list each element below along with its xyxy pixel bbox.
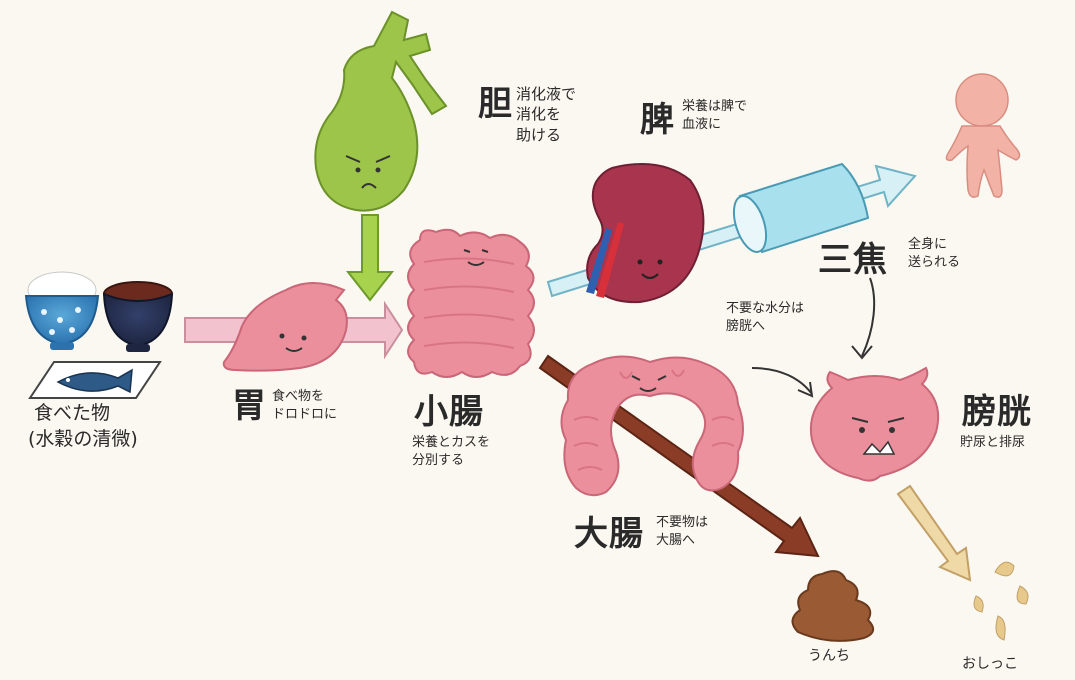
arrow-gallbladder-to-small-intestine [348,215,392,300]
water-note: 不要な水分は 膀胱へ [726,300,804,335]
large-intestine-note: 不要物は 大腸へ [656,514,708,549]
large-intestine-label: 大腸 [574,514,644,555]
small-intestine-note: 栄養とカスを 分別する [412,434,490,469]
feces-label: うんち [808,648,850,665]
arrowhead-icon [852,346,872,358]
body-figure-icon [946,74,1019,197]
bladder-note: 貯尿と排尿 [960,434,1025,452]
spleen-illustration [586,164,703,302]
gallbladder-illustration [315,12,446,211]
spleen-label: 脾 [640,100,675,141]
sanjiao-note: 全身に 送られる [908,236,960,271]
arrow-water-to-bladder [752,368,812,394]
stomach-label: 胃 [232,386,267,427]
soup-bowl-icon [104,282,172,352]
arrow-sanjiao-to-bladder [862,278,874,356]
bladder-illustration [811,368,938,481]
arrow-to-urine [898,486,970,580]
large-intestine-illustration [561,356,743,495]
sanjiao-label: 三焦 [818,240,888,281]
stomach-note: 食べ物を ドロドロに [272,388,337,423]
small-intestine-illustration [408,230,534,377]
small-intestine-label: 小腸 [414,392,484,433]
food-illustration [26,272,172,398]
spleen-note: 栄養は脾で 血液に [682,98,747,133]
food-detail: (水穀の清微) [28,428,138,451]
urine-drops-icon [974,562,1028,640]
gallbladder-label: 胆 [478,84,513,125]
fish-plate-icon [30,362,160,398]
rice-bowl-icon [26,272,98,350]
feces-icon [792,571,873,641]
gallbladder-note: 消化液で 消化を 助ける [516,84,576,145]
bladder-label: 膀胱 [962,392,1032,433]
stomach-illustration [224,283,347,371]
arrowhead-icon [798,382,812,396]
urine-label: おしっこ [962,656,1018,673]
food-label: 食べた物 [34,402,110,425]
